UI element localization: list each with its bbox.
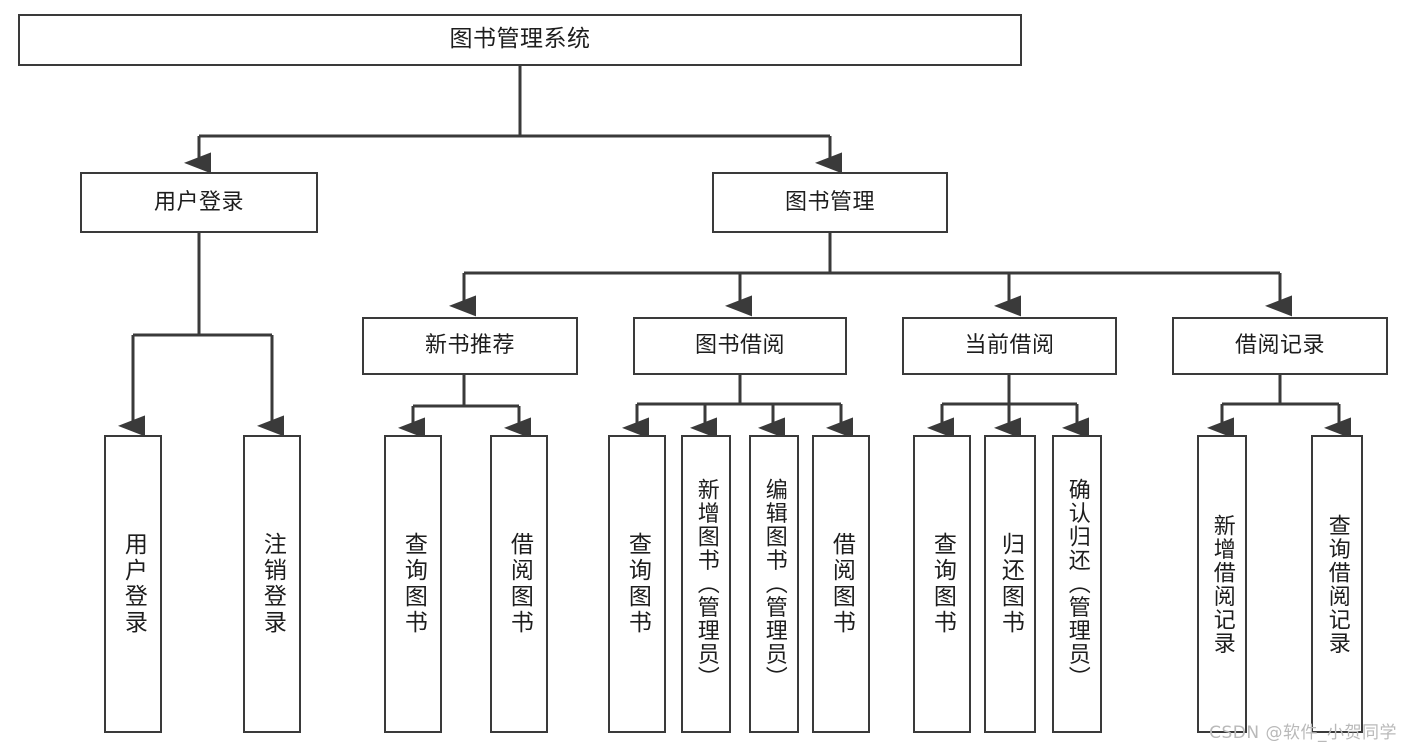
leaf-current-return-book[interactable]: 归还图书 [984,435,1036,733]
leaf-borrow-borrow-book[interactable]: 借阅图书 [812,435,870,733]
node-user-login-label: 用户登录 [153,189,244,215]
leaf-borrow-edit-book-label: 编辑图书（管理员） [761,478,787,690]
leaf-recommend-query-book[interactable]: 查询图书 [384,435,442,733]
node-borrow-record[interactable]: 借阅记录 [1172,317,1388,375]
node-borrow-record-label: 借阅记录 [1234,333,1325,359]
leaf-record-query-record-label: 查询借阅记录 [1324,513,1350,655]
watermark-text: CSDN @软件_小贺同学 [1209,723,1397,743]
leaf-current-return-book-label: 归还图书 [997,532,1024,636]
leaf-user-logout[interactable]: 注销登录 [243,435,301,733]
node-current-borrow[interactable]: 当前借阅 [902,317,1117,375]
leaf-borrow-query-book[interactable]: 查询图书 [608,435,666,733]
node-book-borrow[interactable]: 图书借阅 [633,317,847,375]
leaf-current-confirm-return[interactable]: 确认归还（管理员） [1052,435,1102,733]
leaf-borrow-borrow-book-label: 借阅图书 [828,532,855,636]
leaf-user-login-label: 用户登录 [120,532,147,636]
leaf-user-logout-label: 注销登录 [259,532,286,636]
leaf-borrow-edit-book[interactable]: 编辑图书（管理员） [749,435,799,733]
leaf-record-add-record-label: 新增借阅记录 [1209,513,1235,655]
leaf-current-confirm-return-label: 确认归还（管理员） [1064,478,1090,690]
node-new-book-recommend-label: 新书推荐 [424,333,515,359]
leaf-user-login[interactable]: 用户登录 [104,435,162,733]
leaf-borrow-add-book-label: 新增图书（管理员） [693,478,719,690]
node-new-book-recommend[interactable]: 新书推荐 [362,317,578,375]
leaf-record-query-record[interactable]: 查询借阅记录 [1311,435,1363,733]
node-book-management[interactable]: 图书管理 [712,172,948,233]
leaf-record-add-record[interactable]: 新增借阅记录 [1197,435,1247,733]
leaf-recommend-query-book-label: 查询图书 [400,532,427,636]
leaf-recommend-borrow-book-label: 借阅图书 [506,532,533,636]
leaf-borrow-add-book[interactable]: 新增图书（管理员） [681,435,731,733]
node-user-login[interactable]: 用户登录 [80,172,318,233]
leaf-current-query-book-label: 查询图书 [929,532,956,636]
node-root-system[interactable]: 图书管理系统 [18,14,1022,66]
leaf-borrow-query-book-label: 查询图书 [624,532,651,636]
leaf-current-query-book[interactable]: 查询图书 [913,435,971,733]
leaf-recommend-borrow-book[interactable]: 借阅图书 [490,435,548,733]
node-current-borrow-label: 当前借阅 [964,333,1055,359]
node-root-system-label: 图书管理系统 [449,26,591,53]
node-book-borrow-label: 图书借阅 [694,333,785,359]
node-book-management-label: 图书管理 [784,189,875,215]
